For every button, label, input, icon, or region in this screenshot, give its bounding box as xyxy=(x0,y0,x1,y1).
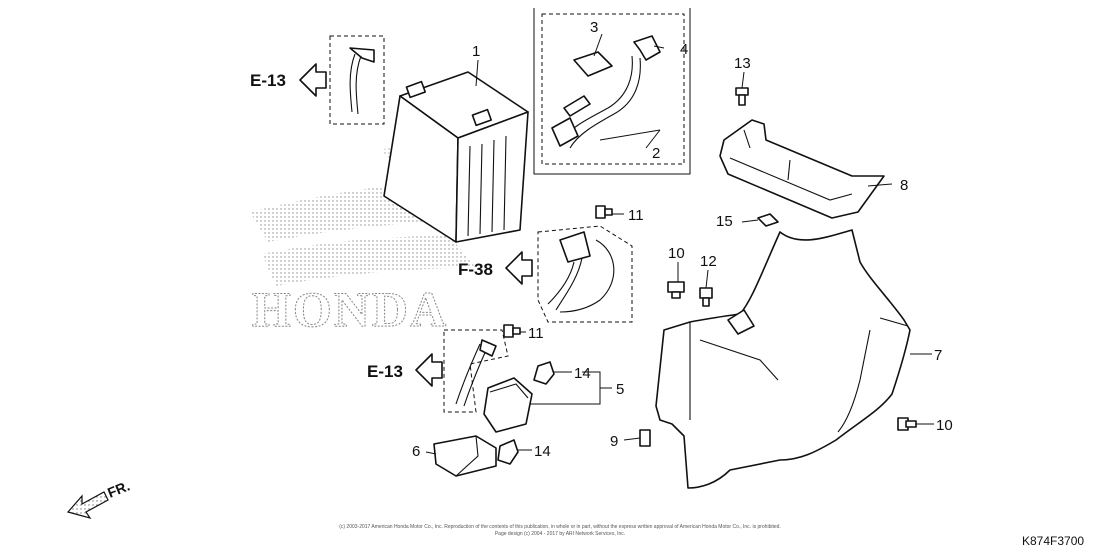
label-part-1: 1 xyxy=(472,43,480,60)
label-part-10-lower: 10 xyxy=(936,417,953,434)
bolt-10-lower xyxy=(897,417,917,431)
ref-e13-top: E-13 xyxy=(250,71,286,90)
bolt-11-bottom xyxy=(503,324,521,338)
cable-detail-f38 xyxy=(537,225,633,323)
inner-fender xyxy=(655,229,911,489)
label-part-11-top: 11 xyxy=(628,207,644,224)
starter-relay xyxy=(483,377,533,433)
battery xyxy=(383,71,529,243)
ref-arrow-e13-bottom xyxy=(415,353,443,387)
clip-15 xyxy=(757,213,779,227)
copyright-line-2: Page design (c) 2004 - 2017 by ARI Netwo… xyxy=(495,531,625,537)
copyright-line-1: (c) 2003-2017 American Honda Motor Co., … xyxy=(339,524,781,530)
label-part-4: 4 xyxy=(680,41,688,58)
ref-f38: F-38 xyxy=(458,260,493,279)
cable-detail-top xyxy=(329,35,385,125)
front-direction-arrow xyxy=(66,491,109,520)
label-part-6: 6 xyxy=(412,443,420,460)
label-part-14-top: 14 xyxy=(574,365,591,382)
label-part-9: 9 xyxy=(610,433,618,450)
fuse-top xyxy=(533,361,555,385)
diagram-code: K874F3700 xyxy=(1022,534,1084,548)
leader-lines xyxy=(425,33,934,455)
bolt-12 xyxy=(699,287,713,307)
front-direction-label: FR. xyxy=(105,477,132,500)
relay-cover xyxy=(433,435,497,477)
label-part-5: 5 xyxy=(616,381,624,398)
label-part-15: 15 xyxy=(716,213,733,230)
label-part-11-bottom: 11 xyxy=(528,325,544,342)
battery-tray xyxy=(719,119,885,219)
label-part-7: 7 xyxy=(934,347,942,364)
fuse-bottom xyxy=(497,439,519,465)
ref-arrow-e13-top xyxy=(299,63,327,97)
label-part-2: 2 xyxy=(652,145,660,162)
cable-set-group xyxy=(533,8,691,175)
bolt-11-top xyxy=(595,205,613,219)
honda-watermark-text: HONDA xyxy=(252,281,448,337)
ref-e13-bottom: E-13 xyxy=(367,362,403,381)
bolt-13 xyxy=(735,87,749,106)
label-part-3: 3 xyxy=(590,19,598,36)
bolt-10-upper xyxy=(667,281,685,299)
label-part-13: 13 xyxy=(734,55,751,72)
label-part-12: 12 xyxy=(700,253,717,270)
label-part-10-upper: 10 xyxy=(668,245,685,262)
clip-9 xyxy=(639,429,651,447)
label-part-8: 8 xyxy=(900,177,908,194)
relay-harness-detail xyxy=(443,329,509,413)
label-part-14-bottom: 14 xyxy=(534,443,551,460)
ref-arrow-f38 xyxy=(505,251,533,285)
